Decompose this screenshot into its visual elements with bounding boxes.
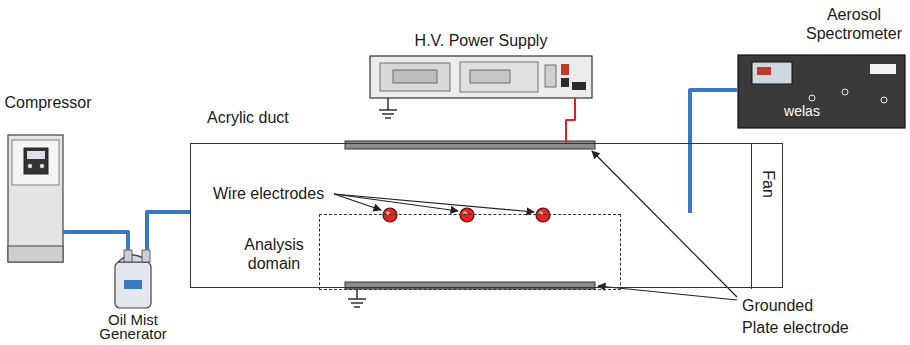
- label-slot: Grounded Plate electrode: [742, 295, 851, 339]
- oil-mist-generator: Oil Mist Generator: [113, 250, 153, 310]
- label-slot: Analysis domain: [237, 235, 311, 273]
- device-label: H.V. Power Supply: [415, 31, 548, 50]
- pipe-connector: [63, 232, 128, 250]
- spectrometer: Aerosol Spectrometerwelas: [738, 55, 905, 128]
- label-slot: Compressor: [4, 93, 91, 112]
- part-label: Wire electrodes: [213, 184, 324, 203]
- wire-electrode: [383, 208, 550, 222]
- sampling-probe: [688, 143, 692, 213]
- label-slot: Wire electrodes: [213, 184, 324, 203]
- analysis-domain: Analysis domain: [319, 214, 621, 290]
- label-slot: H.V. Power Supply: [415, 31, 548, 50]
- pipe-connector: [566, 98, 575, 143]
- device-label: Fan: [758, 170, 777, 198]
- label-slot: Fan: [758, 170, 777, 198]
- ground-symbol: [379, 98, 397, 118]
- pipe-connector: [690, 90, 738, 143]
- label-slot: Aerosol Spectrometer: [802, 5, 906, 43]
- label-slot: Oil Mist Generator: [93, 313, 173, 341]
- compressor-cabinet: [8, 135, 63, 262]
- label-slot: Acrylic duct: [207, 108, 289, 127]
- spectrometer-unit: [738, 55, 905, 128]
- device-label: Aerosol Spectrometer: [802, 5, 906, 43]
- brand-text: welas: [784, 103, 820, 120]
- leader-line: [334, 151, 737, 300]
- pipe-connector: [147, 212, 190, 250]
- part-label: Grounded Plate electrode: [742, 295, 851, 339]
- device-label: Compressor: [4, 93, 91, 112]
- oil-mist-generator: [115, 250, 151, 308]
- label-slot: welas: [784, 103, 820, 120]
- power-supply-unit: [370, 56, 592, 98]
- device-label: Acrylic duct: [207, 108, 289, 127]
- ground-symbol: [348, 289, 366, 307]
- power-supply: H.V. Power Supply: [370, 56, 592, 98]
- device-label: Analysis domain: [237, 235, 311, 273]
- acrylic-duct: Acrylic ductAnalysis domainFan: [190, 143, 783, 288]
- fan-band: Fan: [751, 144, 784, 289]
- device-label: Oil Mist Generator: [93, 313, 173, 341]
- compressor: Compressor: [8, 135, 63, 262]
